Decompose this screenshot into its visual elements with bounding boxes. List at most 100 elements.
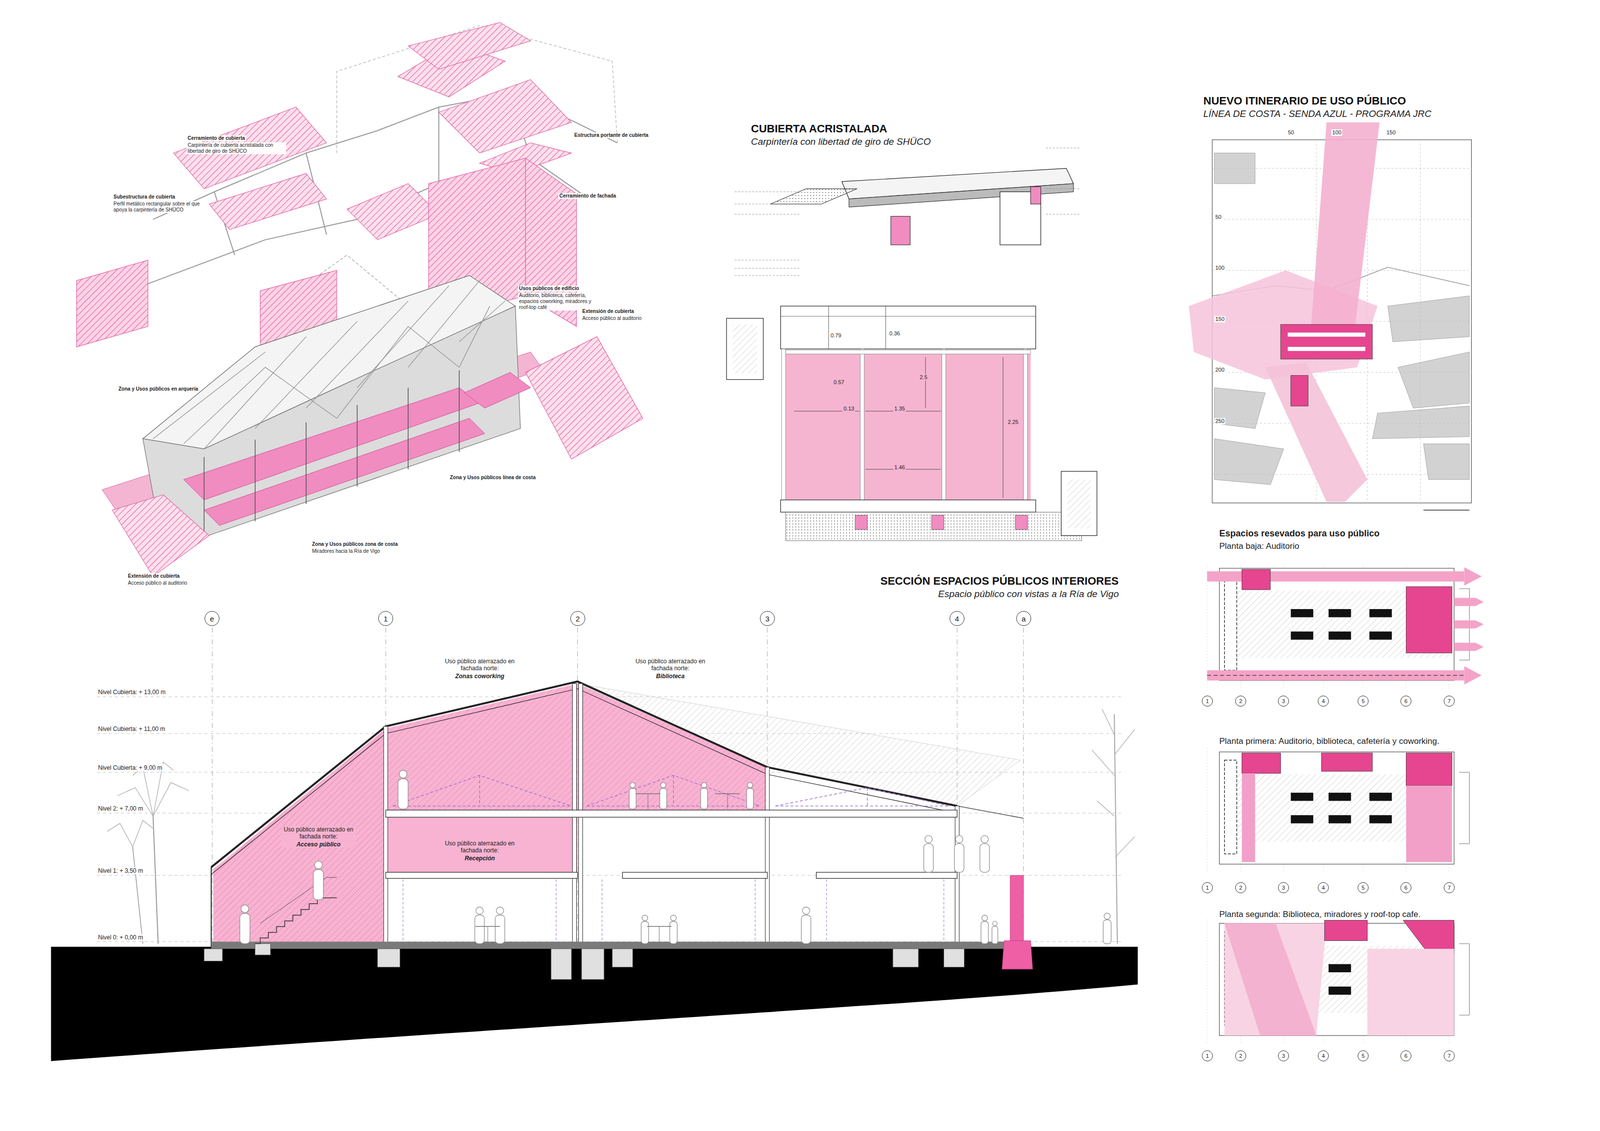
level-label: Nivel 0: + 0,00 m xyxy=(97,934,144,942)
plan-grid xyxy=(1206,747,1208,873)
person-figure xyxy=(801,915,811,945)
mullion xyxy=(1023,348,1028,506)
tree-trunk xyxy=(153,816,159,944)
grid-bubble: 4 xyxy=(949,611,965,627)
roof-line xyxy=(211,681,958,868)
roof-truss xyxy=(153,351,266,439)
tree-trunk xyxy=(132,847,144,945)
tree-branch xyxy=(1101,709,1115,735)
roof-ghost xyxy=(577,683,1021,807)
person-head xyxy=(980,835,989,844)
callout-note: Carpintería de cubierta acristalada con … xyxy=(186,142,287,155)
plan-core xyxy=(1224,760,1237,855)
footing xyxy=(255,944,271,956)
city-block xyxy=(1397,351,1470,409)
building-plan-band xyxy=(1287,346,1366,351)
section-note: Biblioteca xyxy=(633,672,708,680)
footing xyxy=(612,949,633,968)
person-head xyxy=(630,782,636,789)
axis-letter: 1 xyxy=(1205,885,1209,891)
table-leg xyxy=(647,793,648,810)
grid-bubble: e xyxy=(204,611,220,627)
stair-rail xyxy=(260,877,337,924)
plan-grid-bubble: 2 xyxy=(1235,695,1247,707)
person-figure xyxy=(1103,920,1112,945)
hanger xyxy=(754,879,756,943)
scale-number: 100 xyxy=(1214,264,1226,272)
person-figure xyxy=(923,844,934,873)
plan-grid-bubble: 3 xyxy=(1278,882,1289,894)
floor-slab xyxy=(385,872,578,879)
ground xyxy=(51,947,1139,1062)
panel-title: Espacios resevados para uso público xyxy=(1218,528,1381,540)
panel-title: NUEVO ITINERARIO DE USO PÚBLICO xyxy=(1202,94,1407,108)
axis-letter: 4 xyxy=(1321,698,1325,705)
leader-line xyxy=(1046,213,1080,215)
glazed-roof-plane xyxy=(209,173,327,230)
dimension-line xyxy=(885,306,886,349)
plan-wall xyxy=(1290,609,1314,618)
person-figure xyxy=(700,788,708,810)
route-arrow xyxy=(1454,620,1484,629)
callout-note: Subestructura de cubierta xyxy=(112,194,177,201)
column-line xyxy=(254,439,256,522)
transom xyxy=(785,349,1031,354)
footing xyxy=(377,949,401,968)
route-arrow xyxy=(1464,567,1482,586)
public-space-fill xyxy=(385,817,578,873)
column-line xyxy=(203,457,205,539)
public-space-fill xyxy=(213,728,387,946)
leader-line xyxy=(734,268,801,269)
plan-grid-bubble: 4 xyxy=(1317,882,1329,894)
bottom-rail xyxy=(780,500,1037,513)
plan-grid-bubble: 1 xyxy=(1201,882,1213,894)
dimension: 1.46 xyxy=(893,464,906,471)
hanger xyxy=(601,879,603,943)
public-route xyxy=(1265,362,1368,503)
callout-note: Zona y Usos públicos zona de costa xyxy=(311,541,399,548)
floor-slab xyxy=(622,872,768,879)
axis-letter: 2 xyxy=(1239,885,1243,891)
anchor-detail xyxy=(854,515,868,530)
person-head xyxy=(747,782,753,789)
callout-note: Zona y Usos públicos línea de costa xyxy=(448,474,537,481)
plan-grid-bubble: 6 xyxy=(1400,1050,1412,1062)
map-grid xyxy=(1212,423,1472,424)
plan-wall xyxy=(1328,964,1352,973)
plan-outline xyxy=(1219,751,1455,865)
callout-note: Extensión de cubierta xyxy=(126,573,181,580)
plan-wall xyxy=(1290,792,1314,801)
panel-subtitle: LÍNEA DE COSTA - SENDA AZUL - PROGRAMA J… xyxy=(1202,108,1433,120)
public-route xyxy=(1311,122,1380,327)
table-leg xyxy=(658,926,660,943)
axis-letter: 1 xyxy=(1205,698,1209,705)
facade-hatch xyxy=(76,260,149,347)
truss xyxy=(392,775,572,807)
person-head xyxy=(701,782,707,789)
roof-extension xyxy=(112,494,210,577)
dimension: 1.35 xyxy=(893,405,906,413)
roof-truss xyxy=(408,280,480,368)
floor-slab xyxy=(385,810,958,818)
footing xyxy=(550,949,572,980)
plan-grid-bubble: 6 xyxy=(1400,882,1412,894)
person-figure xyxy=(980,921,989,945)
callout-note: Cerramiento de fachada xyxy=(558,193,618,200)
dimension-line xyxy=(828,306,829,349)
axis-letter: 2 xyxy=(575,615,580,623)
footing xyxy=(892,949,919,968)
dimension: 2.25 xyxy=(1006,419,1020,426)
axis-letter: 3 xyxy=(1281,698,1285,705)
truss xyxy=(775,787,950,807)
person-head xyxy=(475,907,484,915)
plan-wall xyxy=(1328,792,1352,801)
plan-grid-bubble: 6 xyxy=(1400,695,1412,707)
scale-bar xyxy=(1423,509,1470,511)
beam-line xyxy=(780,316,1037,317)
public-room xyxy=(1405,586,1452,653)
person-head xyxy=(924,835,933,844)
facade-panel xyxy=(76,260,149,347)
level-label: Nivel Cubierta: + 13,00 m xyxy=(97,688,167,696)
truss xyxy=(866,787,868,807)
